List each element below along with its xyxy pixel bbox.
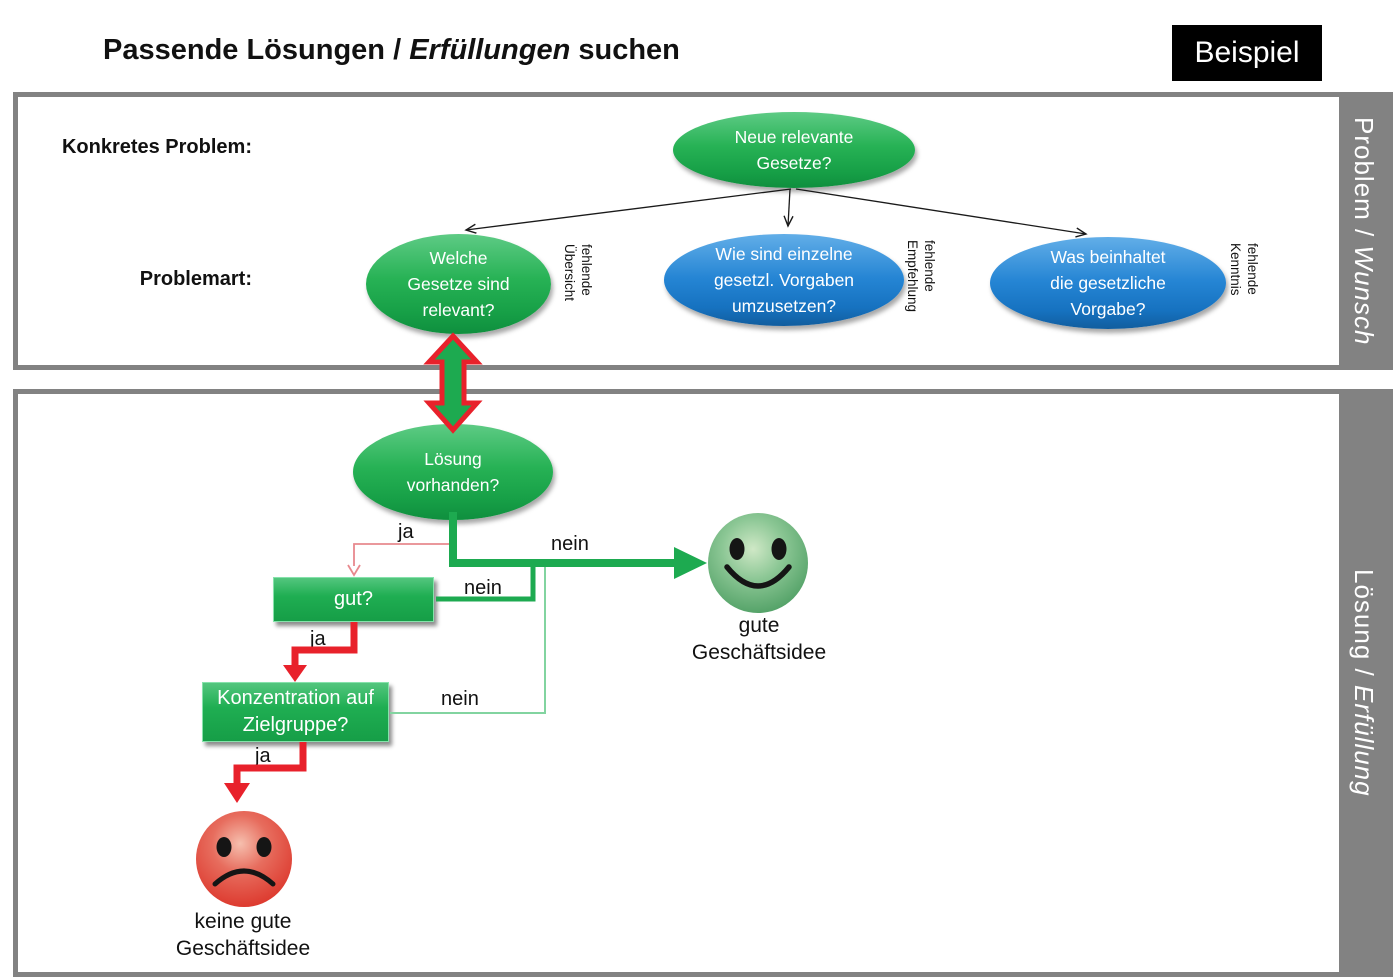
smiley-sad-icon xyxy=(195,810,293,908)
solution-panel-sidebar: Lösung / Erfüllung xyxy=(1339,394,1388,972)
smiley-happy-icon xyxy=(706,511,810,615)
beispiel-badge: Beispiel xyxy=(1172,25,1322,81)
node-welche-gesetze: Welche Gesetze sind relevant? xyxy=(366,234,551,334)
konkretes-problem-label: Konkretes Problem: xyxy=(61,136,252,158)
node-was-beinhaltet: Was beinhaltet die gesetzliche Vorgabe? xyxy=(990,237,1226,329)
annotation-line: fehlende xyxy=(578,244,594,296)
side-label-regular: Lösung / xyxy=(1349,569,1379,686)
title-part1: Passende Lösungen / xyxy=(103,34,410,66)
annotation-line: Kenntnis xyxy=(1227,243,1243,296)
title-part3: suchen xyxy=(570,34,680,66)
label-ja-1: ja xyxy=(398,521,414,543)
node-neue-relevante-gesetze: Neue relevante Gesetze? xyxy=(673,112,915,188)
good-outcome-line2: Geschäftsidee xyxy=(691,641,827,665)
annotation-line: fehlende xyxy=(921,240,937,292)
annotation-fehlende-uebersicht: fehlende Übersicht xyxy=(560,244,594,301)
side-label-italic: Wunsch xyxy=(1349,245,1379,346)
annotation-line: Übersicht xyxy=(561,244,577,302)
problem-panel-sidebar: Problem / Wunsch xyxy=(1339,97,1388,365)
annotation-fehlende-kenntnis: fehlende Kenntnis xyxy=(1226,243,1260,296)
label-ja-2: ja xyxy=(310,628,326,650)
annotation-fehlende-empfehlung: fehlende Empfehlung xyxy=(903,240,937,312)
side-label-regular: Problem / xyxy=(1349,116,1379,246)
page-title: Passende Lösungen / Erfüllungen suchen xyxy=(103,34,680,67)
side-label-italic: Erfüllung xyxy=(1349,685,1379,797)
annotation-line: Empfehlung xyxy=(904,240,920,313)
label-nein-2: nein xyxy=(464,577,502,599)
bad-outcome-line1: keine gute xyxy=(194,910,292,933)
label-ja-3: ja xyxy=(255,745,271,767)
node-loesung-vorhanden: Lösung vorhanden? xyxy=(353,424,553,520)
node-wie-umsetzen: Wie sind einzelne gesetzl. Vorgaben umzu… xyxy=(664,234,904,326)
title-part2: Erfüllungen xyxy=(409,34,571,66)
problemart-label: Problemart: xyxy=(139,268,252,290)
good-outcome-line1: gute xyxy=(738,614,780,637)
problem-panel-side-label: Problem / Wunsch xyxy=(1348,117,1379,345)
solution-panel-side-label: Lösung / Erfüllung xyxy=(1348,569,1379,797)
bad-outcome-line2: Geschäftsidee xyxy=(175,937,311,961)
bad-outcome-label: keine gute Geschäftsidee xyxy=(141,908,345,963)
label-nein-1: nein xyxy=(551,533,589,555)
label-nein-3: nein xyxy=(441,688,479,710)
box-konzentration-zielgruppe: Konzentration auf Zielgruppe? xyxy=(202,682,389,742)
box-gut: gut? xyxy=(273,577,434,622)
annotation-line: fehlende xyxy=(1244,243,1260,295)
good-outcome-label: gute Geschäftsidee xyxy=(657,612,861,667)
